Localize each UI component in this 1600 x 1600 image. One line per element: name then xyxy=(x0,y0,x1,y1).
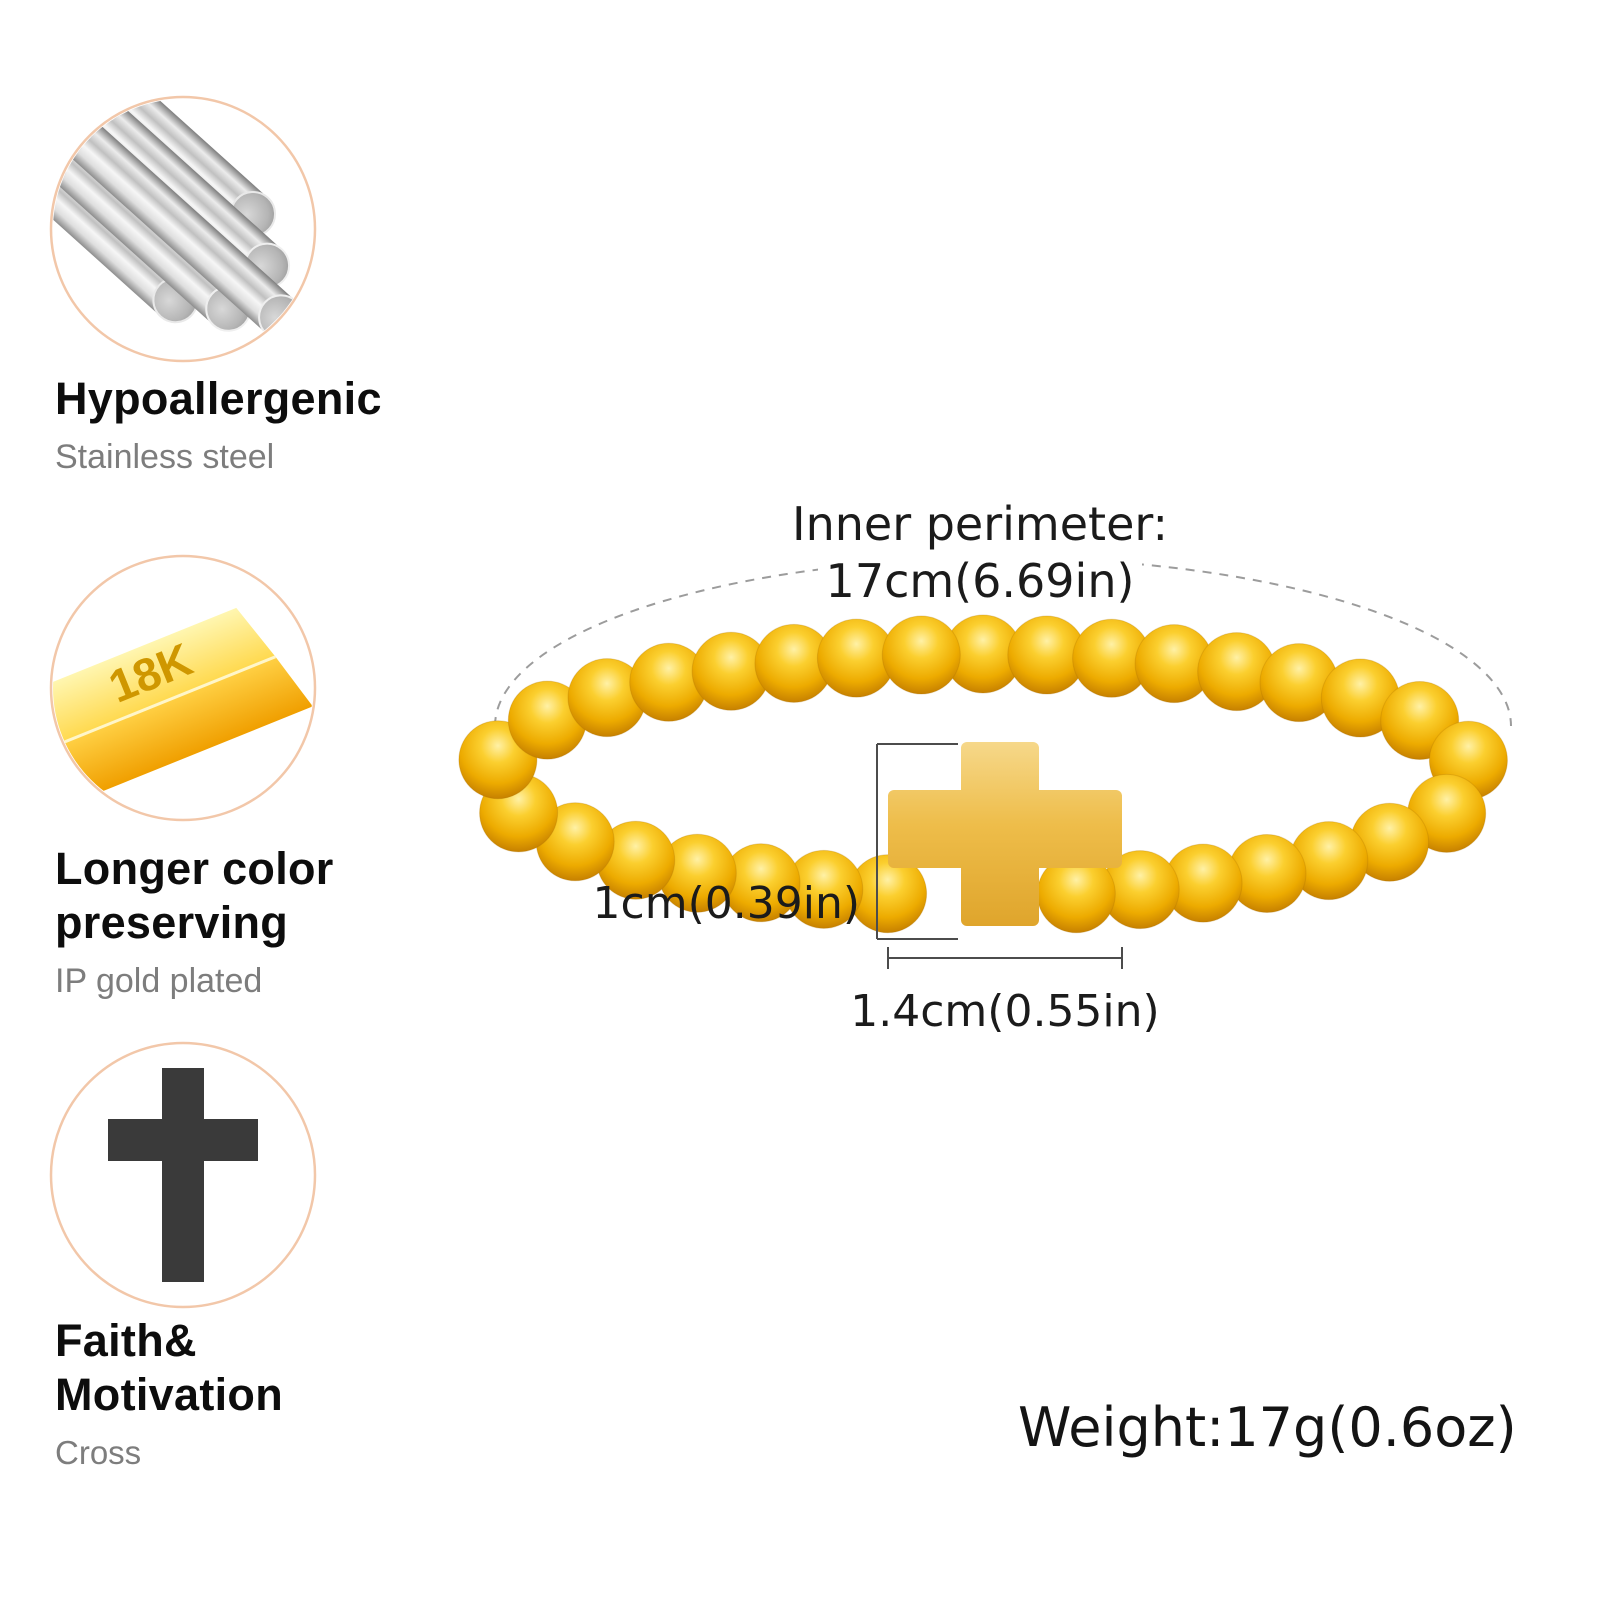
bracelet-bead xyxy=(881,615,961,695)
cross-height-label: 1cm(0.39in) xyxy=(592,878,860,929)
feature-hypoallergenic: Hypoallergenic Stainless steel xyxy=(55,372,485,477)
cross-height-dimension-lines xyxy=(876,743,958,940)
feature-title-hypoallergenic: Hypoallergenic xyxy=(55,373,382,424)
inner-perimeter-title: Inner perimeter: xyxy=(784,497,1176,551)
feature-subtitle-ip-gold-plated: IP gold plated xyxy=(55,962,263,1000)
inner-perimeter-value: 17cm(6.69in) xyxy=(817,554,1143,609)
cross-width-dimension-lines xyxy=(887,947,1123,969)
inner-perimeter-label-block: Inner perimeter: 17cm(6.69in) xyxy=(600,496,1360,610)
feature-subtitle-stainless-steel: Stainless steel xyxy=(55,438,275,476)
gold-plated-badge: 18K xyxy=(49,554,317,822)
feature-faith-motivation: Faith& Motivation Cross xyxy=(55,1314,485,1472)
cross-width-label: 1.4cm(0.55in) xyxy=(850,986,1160,1037)
feature-title-color-preserving: Longer color preserving xyxy=(55,843,334,948)
bracelet-beads xyxy=(458,614,1508,934)
bracelet-illustration xyxy=(458,557,1512,969)
cross-charm xyxy=(888,742,1122,926)
feature-subtitle-cross: Cross xyxy=(55,1434,142,1471)
feature-color-preserving: Longer color preserving IP gold plated xyxy=(55,842,485,1001)
faith-badge xyxy=(49,1041,317,1309)
hypoallergenic-badge xyxy=(49,95,317,363)
cross-icon xyxy=(108,1068,258,1282)
feature-title-faith-motivation: Faith& Motivation xyxy=(55,1315,283,1420)
weight-label: Weight:17g(0.6oz) xyxy=(1018,1396,1517,1459)
